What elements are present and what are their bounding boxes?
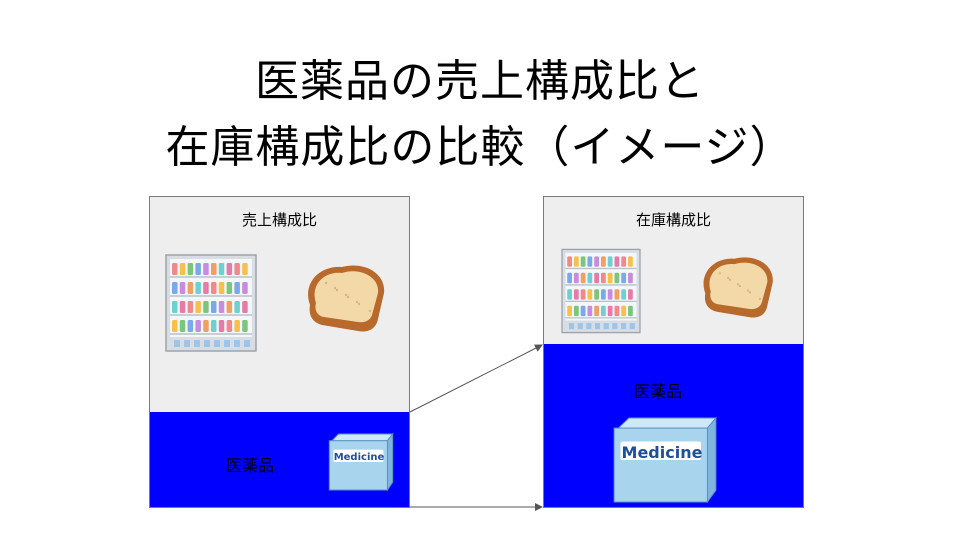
sales-composition-panel: 売上構成比 医薬品 Medicine bbox=[149, 196, 410, 508]
sales-composition-label: 売上構成比 bbox=[241, 211, 317, 229]
shelf-icon bbox=[561, 248, 641, 334]
medicine-box-icon: Medicine bbox=[328, 432, 394, 492]
page-title-line1: 医薬品の売上構成比と bbox=[255, 56, 705, 107]
arrow-top bbox=[409, 344, 543, 413]
medicine-area: 医薬品 Medicine bbox=[544, 344, 803, 507]
medicine-label: 医薬品 bbox=[226, 456, 275, 475]
other-goods-area: 売上構成比 bbox=[150, 197, 409, 413]
shelf-icon bbox=[165, 254, 257, 352]
medicine-box-icon: Medicine bbox=[613, 416, 717, 504]
other-goods-area: 在庫構成比 bbox=[544, 197, 803, 345]
medicine-area: 医薬品 Medicine bbox=[150, 412, 409, 507]
medicine-box-text: Medicine bbox=[334, 452, 385, 463]
medicine-label: 医薬品 bbox=[634, 382, 683, 401]
inventory-composition-label: 在庫構成比 bbox=[635, 211, 711, 229]
bread-icon bbox=[703, 257, 773, 318]
medicine-box-text: Medicine bbox=[622, 443, 703, 462]
page-title-line2: 在庫構成比の比較（イメージ） bbox=[165, 122, 795, 173]
bread-icon bbox=[308, 265, 385, 332]
inventory-composition-panel: 在庫構成比 医薬品 Medicine bbox=[543, 196, 804, 508]
